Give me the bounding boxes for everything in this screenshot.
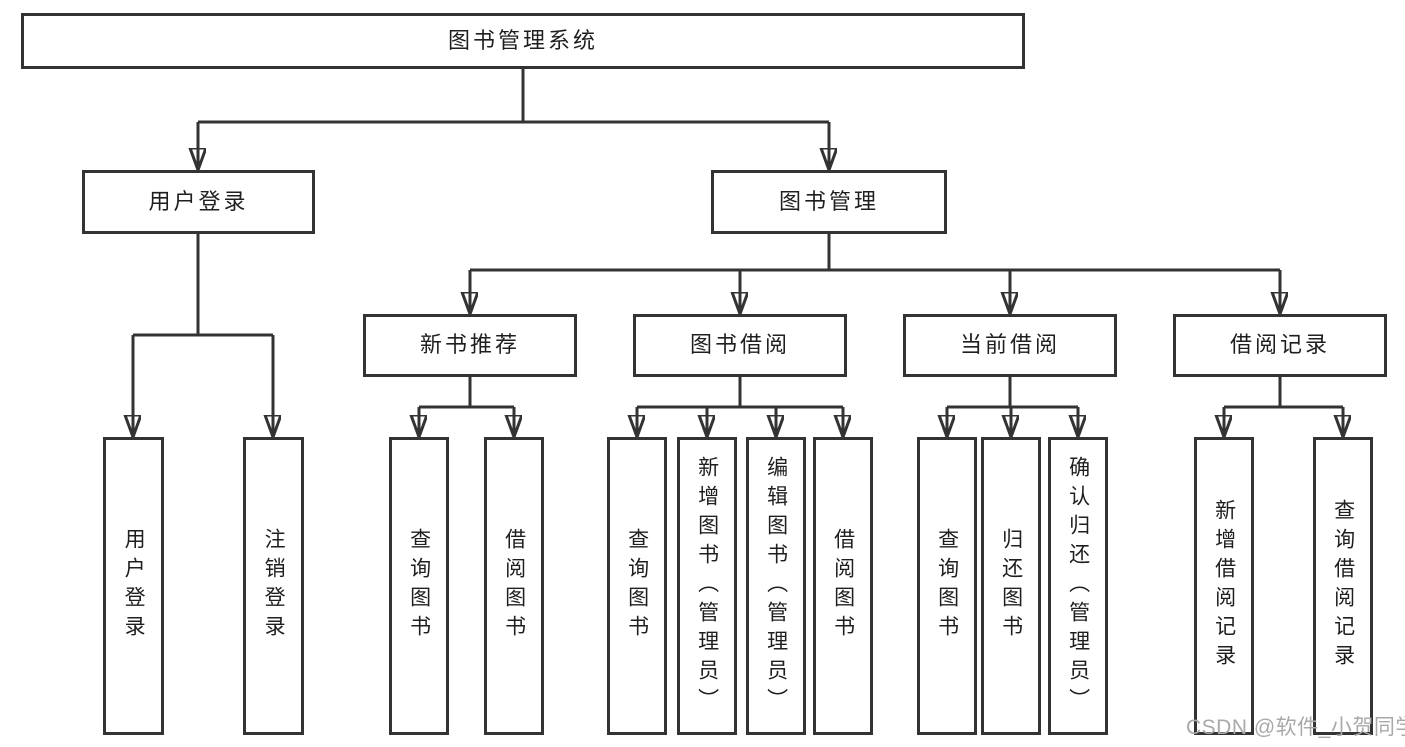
leaf-current-query-books: 查询图书 [917,437,977,735]
leaf-return-books: 归还图书 [981,437,1041,735]
node-library-management-system: 图书管理系统 [21,13,1025,69]
connector-book-borrowing-children [637,377,843,435]
leaf-recommend-borrow-books: 借阅图书 [484,437,544,735]
connector-current-borrowing-children [947,377,1078,435]
node-borrowing-records: 借阅记录 [1173,314,1387,377]
node-book-borrowing: 图书借阅 [633,314,847,377]
leaf-query-borrow-record: 查询借阅记录 [1313,437,1373,735]
leaf-borrowing-query-books: 查询图书 [607,437,667,735]
leaf-confirm-return-admin: 确认归还（管理员） [1048,437,1108,735]
leaf-edit-book-admin: 编辑图书（管理员） [746,437,806,735]
csdn-watermark: CSDN @软件_小贺同学 [1186,716,1405,739]
connector-borrowing-records-children [1224,377,1343,435]
connector-root-to-level2 [198,69,829,168]
leaf-add-book-admin: 新增图书（管理员） [677,437,737,735]
node-book-management: 图书管理 [711,170,947,234]
connector-user-login-children [133,234,273,435]
node-user-login: 用户登录 [82,170,315,234]
node-new-book-recommend: 新书推荐 [363,314,577,377]
leaf-borrowing-borrow-books: 借阅图书 [813,437,873,735]
leaf-add-borrow-record: 新增借阅记录 [1194,437,1254,735]
node-current-borrowing: 当前借阅 [903,314,1117,377]
leaf-recommend-query-books: 查询图书 [389,437,449,735]
connector-new-book-recommend-children [419,377,514,435]
connector-book-management-children [470,234,1280,312]
leaf-logout: 注销登录 [243,437,304,735]
leaf-user-login: 用户登录 [103,437,164,735]
